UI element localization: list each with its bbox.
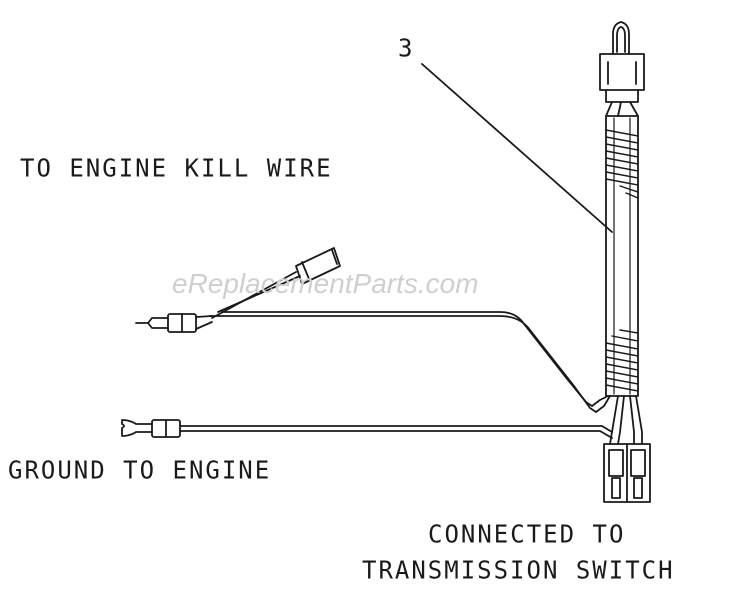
label-connected-to: CONNECTED TO <box>428 519 626 549</box>
bottom-connector <box>603 443 651 503</box>
wire-bundle <box>605 115 639 397</box>
callout-leader-line <box>421 63 613 233</box>
engine-kill-wire <box>209 271 597 413</box>
ground-wire <box>179 425 613 439</box>
top-connector <box>599 21 645 117</box>
lower-breakout <box>591 395 643 445</box>
bullet-connector-upper <box>295 247 341 285</box>
label-transmission-switch: TRANSMISSION SWITCH <box>362 555 675 585</box>
label-engine-kill-wire: TO ENGINE KILL WIRE <box>20 153 333 183</box>
watermark-text: eReplacementParts.com <box>172 268 479 299</box>
left-terminal <box>135 313 213 333</box>
callout-number: 3 <box>398 33 413 63</box>
label-ground-to-engine: GROUND TO ENGINE <box>8 455 272 485</box>
ground-fork-terminal <box>121 419 181 438</box>
